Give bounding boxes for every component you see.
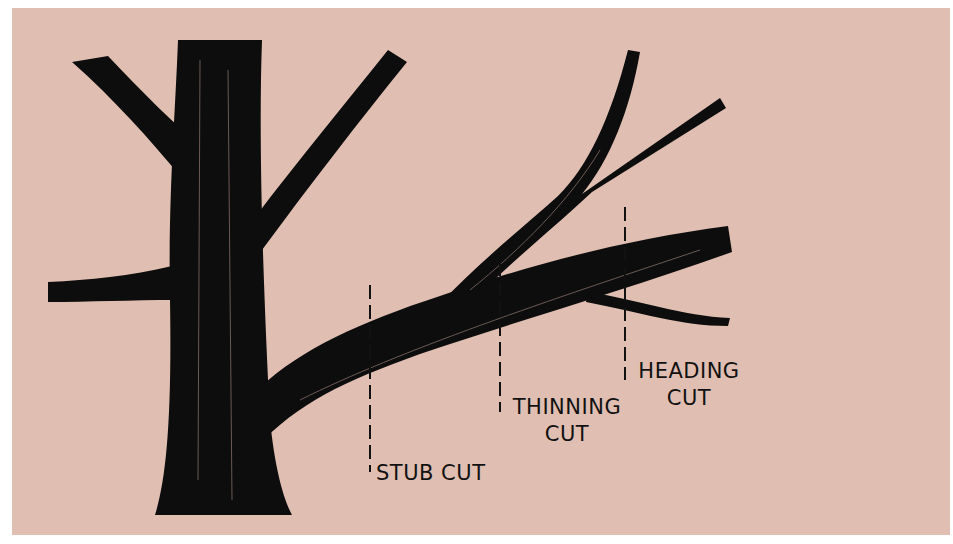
hatch-line [198,60,200,480]
tree-trunk [155,40,292,515]
stub-cut-line [369,285,371,472]
bark-hatching [198,60,700,500]
cut-label: STUB CUT [376,460,596,487]
cut-label: HEADING CUT [620,358,758,412]
side-branch [440,50,726,304]
thinning-cut-line [499,262,501,412]
heading-cut-line [624,207,626,380]
twig [586,292,730,326]
upper-right-branch [238,50,407,250]
hatch-line [228,70,232,500]
hatch-line [470,150,600,290]
cut-label: THINNING CUT [496,394,638,448]
left-branch [48,266,176,302]
background-panel [12,8,950,535]
